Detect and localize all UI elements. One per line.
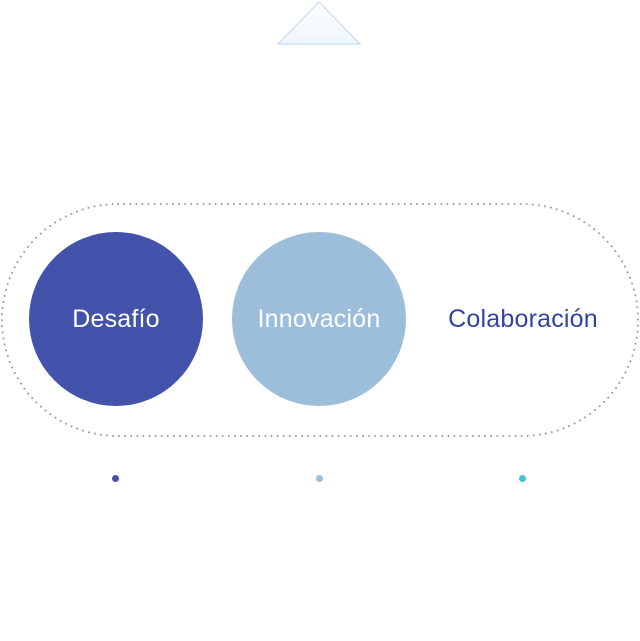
indicator-dot-3 [519,475,526,482]
circle-desafio: Desafío [29,232,203,406]
circle-innovacion: Innovación [232,232,406,406]
indicator-dot-1 [112,475,119,482]
label-colaboracion: Colaboración [436,232,610,406]
dotted-pill-outline [1,203,639,437]
triangle-pointer-icon [276,1,362,45]
indicator-dot-2 [316,475,323,482]
circle-label-desafio: Desafío [72,304,160,333]
label-text-colaboracion: Colaboración [448,304,598,333]
circle-label-innovacion: Innovación [257,304,381,333]
